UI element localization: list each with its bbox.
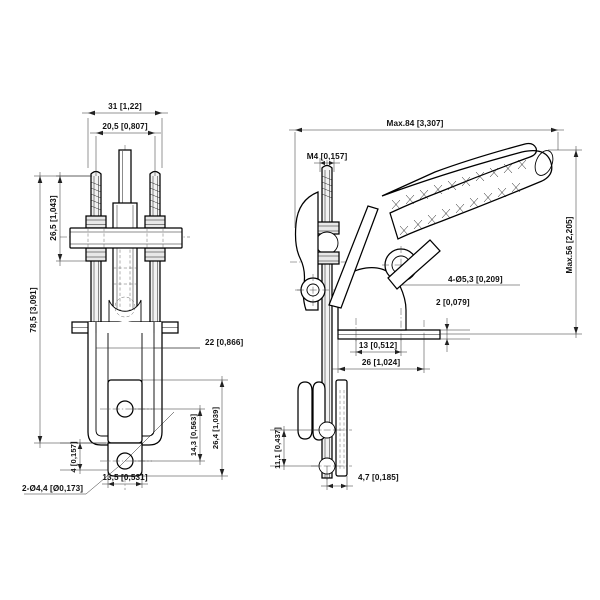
dim-label-mounting-holes-front: 2-Ø4,4 [Ø0,173] [22, 484, 83, 493]
dim-label-mounting-holes-side: 4-Ø5,3 [0,209] [448, 275, 503, 284]
dim-label-overall-height: 78,5 [3,091] [29, 287, 38, 333]
dim-base-length: 26 [1,024] [332, 339, 430, 373]
dim-label-spindle-spacing: 20,5 [0,807] [102, 122, 148, 131]
dim-base-width: 22 [0,866] [95, 333, 243, 350]
dim-mounting-holes-front: 2-Ø4,4 [Ø0,173] [22, 466, 119, 495]
dim-label-thread-size: M4 [0,157] [307, 152, 348, 161]
dim-max-height: Max.56 [2,205] [440, 146, 582, 338]
front-view-group: 31 [1,22] 20,5 [0,807] 26,5 [1,043] [22, 102, 243, 495]
dim-label-overall-width: 31 [1,22] [108, 102, 142, 111]
clamp-body [294, 191, 329, 311]
dim-base-plate-height: 26,4 [1,039] [142, 376, 228, 480]
dim-max-length: Max.84 [3,307] [289, 119, 564, 228]
dim-jaw-offset: 4,7 [0,185] [321, 466, 399, 490]
dim-label-base-plate-height: 26,4 [1,039] [211, 407, 220, 450]
dim-label-hole-spacing-horizontal: 13,5 [0,531] [102, 473, 148, 482]
dim-hole-spacing-vertical: 14,3 [0,563] [134, 405, 205, 465]
dim-thread-size: M4 [0,157] [307, 152, 348, 172]
dim-label-hole-spacing-side: 13 [0,512] [359, 341, 397, 350]
dim-label-base-length: 26 [1,024] [362, 358, 400, 367]
toggle-link [328, 205, 379, 309]
dim-jaw-opening: 11,1 [0,437] [270, 426, 320, 470]
dim-label-base-width: 22 [0,866] [205, 338, 243, 347]
dim-plate-thickness: 4 [0,157] [60, 439, 108, 474]
dim-label-jaw-offset: 4,7 [0,185] [358, 473, 399, 482]
handle-lever [381, 142, 554, 240]
dim-hole-spacing-side: 13 [0,512] [350, 339, 407, 356]
handle-lower-arm [387, 239, 441, 290]
side-base-plate [337, 329, 441, 340]
dim-overall-width: 31 [1,22] [82, 102, 168, 168]
crossbar [69, 227, 183, 249]
dim-label-hole-spacing-vertical: 14,3 [0,563] [189, 414, 198, 457]
dim-label-jaw-opening: 11,1 [0,437] [273, 427, 282, 469]
side-view-group: Max.84 [3,307] M4 [0,157] Max.56 [2,205]… [270, 119, 582, 490]
dim-spindle-spacing: 20,5 [0,807] [90, 122, 161, 176]
mounting-tongue [100, 379, 175, 477]
center-plunger [108, 149, 142, 325]
dim-label-base-thickness: 2 [0,079] [436, 298, 470, 307]
dim-label-plate-thickness: 4 [0,157] [69, 441, 78, 473]
dim-mounting-holes-side: 4-Ø5,3 [0,209] [401, 275, 520, 286]
dim-base-thickness: 2 [0,079] [436, 298, 470, 352]
dim-label-max-length: Max.84 [3,307] [387, 119, 444, 128]
dim-label-spindle-height: 26,5 [1,043] [49, 195, 58, 241]
dim-hole-spacing-horizontal: 13,5 [0,531] [102, 461, 148, 488]
dim-label-max-height: Max.56 [2,205] [565, 216, 574, 273]
